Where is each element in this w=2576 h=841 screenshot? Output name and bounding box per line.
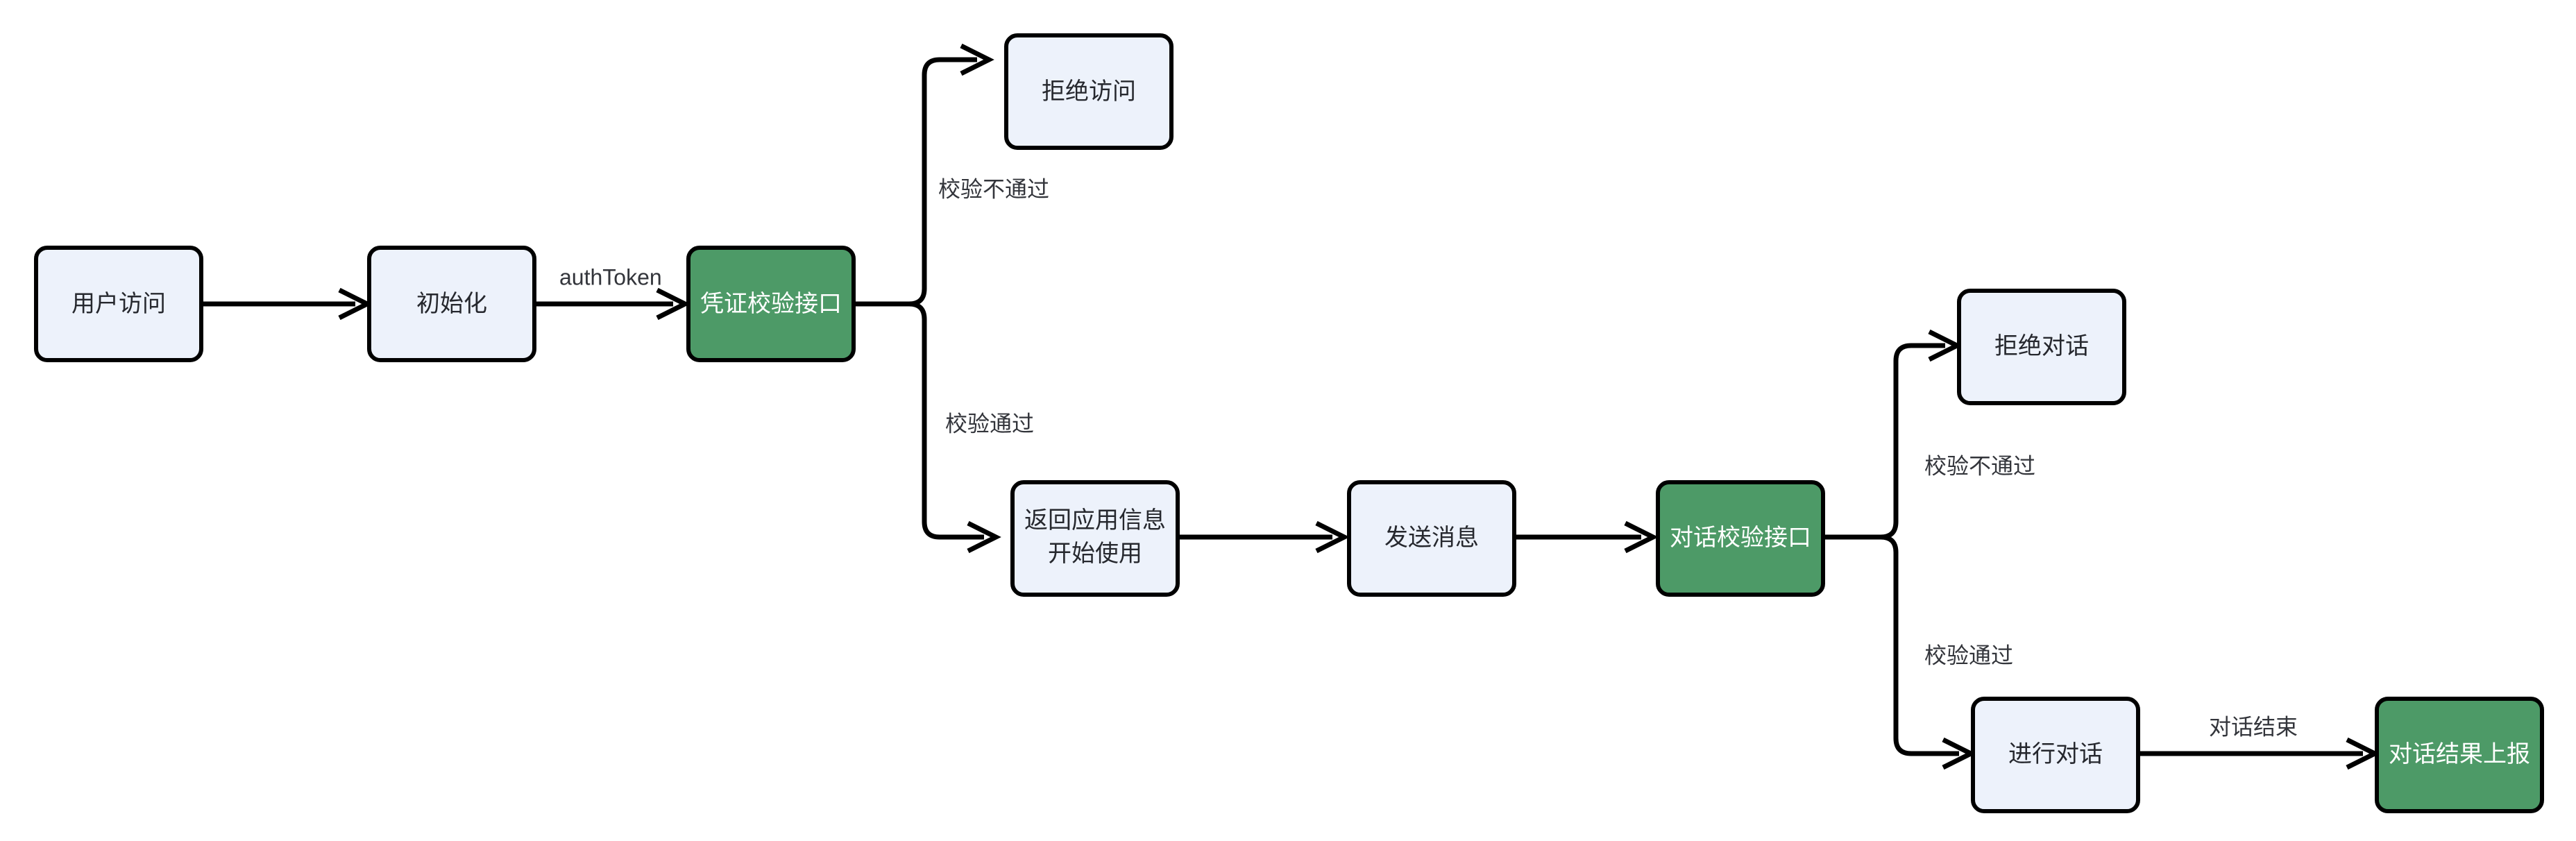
edge-line-dialog-fail [1823,343,1945,540]
node-credential-api[interactable]: 凭证校验接口 [686,246,856,362]
arrowhead-icon [1624,520,1659,554]
node-report-result[interactable]: 对话结果上报 [2375,697,2544,813]
node-credential-api-box[interactable] [686,246,856,362]
arrowhead-icon [1315,520,1350,554]
node-return-app-info-box[interactable] [1010,480,1180,597]
node-deny-access-box[interactable] [1004,33,1173,150]
node-send-message-box[interactable] [1347,480,1516,597]
node-credential-api-label: 凭证校验接口 [700,291,842,317]
edges-layer: authToken 校验不通过 校验通过 [203,43,2380,770]
node-send-message[interactable]: 发送消息 [1347,480,1516,597]
node-initialize-label: 初始化 [416,291,487,317]
edge-label-dialog-fail: 校验不通过 [1924,453,2035,478]
node-send-message-label: 发送消息 [1384,525,1479,551]
edge-label-credential-fail: 校验不通过 [938,176,1049,201]
arrowhead-icon [656,287,690,321]
node-return-app-info-label-line2: 开始使用 [1048,541,1142,567]
node-do-dialog-box[interactable] [1971,697,2140,813]
node-deny-access[interactable]: 拒绝访问 [1004,33,1173,150]
edge-label-authtoken: authToken [559,264,662,289]
node-return-app-info[interactable]: 返回应用信息 开始使用 [1010,480,1180,597]
node-initialize[interactable]: 初始化 [367,246,536,362]
edge-initialize-to-credential-api: authToken [536,264,690,321]
node-user-access[interactable]: 用户访问 [34,246,203,362]
node-deny-dialog-label: 拒绝对话 [1994,333,2089,359]
arrowhead-icon [967,520,1001,554]
node-deny-dialog-box[interactable] [1957,289,2126,405]
edge-label-credential-pass: 校验通过 [945,411,1034,436]
node-user-access-box[interactable] [34,246,203,362]
node-do-dialog[interactable]: 进行对话 [1971,697,2140,813]
edge-label-dialog-end: 对话结束 [2209,714,2298,739]
node-do-dialog-label: 进行对话 [2008,741,2103,767]
edge-dialog-check-api-branches: 校验不通过 校验通过 [1823,329,2035,770]
node-dialog-check-api-label: 对话校验接口 [1670,525,1811,551]
node-user-access-label: 用户访问 [71,291,166,317]
edge-return-app-info-to-send-message [1178,520,1350,554]
node-initialize-box[interactable] [367,246,536,362]
nodes-layer: 用户访问 初始化 凭证校验接口 拒绝访问 返回应用信息 开始使用 [34,33,2544,813]
edge-credential-api-branches: 校验不通过 校验通过 [855,43,1049,554]
node-report-result-label: 对话结果上报 [2389,741,2530,767]
edge-line-credential-pass [855,301,984,540]
node-dialog-check-api[interactable]: 对话校验接口 [1656,480,1825,597]
node-return-app-info-label-line1: 返回应用信息 [1024,507,1166,534]
arrowhead-icon [960,43,994,76]
edge-send-message-to-dialog-check-api [1514,520,1659,554]
edge-line-dialog-pass [1823,534,1959,756]
edge-do-dialog-to-report-result: 对话结束 [2135,714,2380,770]
node-deny-dialog[interactable]: 拒绝对话 [1957,289,2126,405]
edge-user-access-to-initialize [203,287,373,321]
node-report-result-box[interactable] [2375,697,2544,813]
node-deny-access-label: 拒绝访问 [1042,78,1136,105]
node-dialog-check-api-box[interactable] [1656,480,1825,597]
edge-label-dialog-pass: 校验通过 [1924,643,2013,668]
